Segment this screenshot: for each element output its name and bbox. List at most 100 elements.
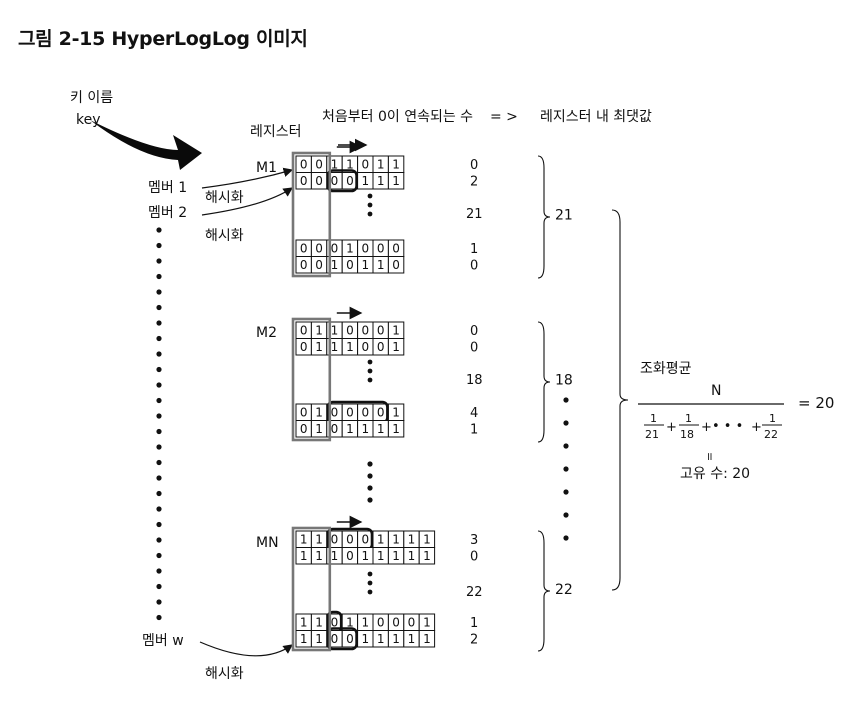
header-arrow-symbol: = > [490, 109, 518, 125]
bit-value: 1 [346, 340, 354, 354]
register-max-value: 18 [555, 373, 573, 389]
member-ellipsis-dot [156, 521, 162, 528]
bit-cell [387, 256, 405, 274]
bit-value: 1 [315, 422, 323, 436]
member-ellipsis-dot [156, 537, 162, 543]
register-bucket-box [291, 526, 332, 652]
bit-value: 1 [346, 158, 354, 172]
row-ellipsis-dot [367, 202, 373, 208]
row-ellipsis-dot [367, 211, 373, 217]
bit-value: 0 [361, 242, 369, 256]
row-ellipsis-dot [367, 571, 373, 577]
member-ellipsis-dot [156, 614, 162, 621]
bit-value: 0 [377, 340, 385, 354]
bit-value: 0 [300, 340, 308, 354]
svg-text:+: + [701, 420, 712, 435]
member-ellipsis-dot [156, 258, 162, 264]
bit-value: 1 [315, 549, 323, 563]
term-2-numerator: 1 [685, 412, 692, 425]
bit-value: 1 [392, 174, 400, 188]
bit-value: 1 [300, 632, 308, 646]
bit-value: 0 [315, 158, 323, 172]
bit-value: 0 [346, 174, 354, 188]
bit-value: 0 [300, 242, 308, 256]
member-w-label: 멤버 w [142, 633, 184, 649]
bit-value: 1 [423, 533, 431, 547]
leading-zero-count: 0 [470, 324, 478, 339]
register-max-value: 21 [555, 208, 573, 224]
bit-value: 1 [315, 340, 323, 354]
member-ellipsis-dot [156, 599, 162, 605]
member-ellipsis-dots [156, 227, 162, 621]
bit-value: 0 [331, 242, 339, 256]
bit-value: 1 [346, 616, 354, 630]
bit-value: 1 [392, 158, 400, 172]
bit-value: 0 [346, 549, 354, 563]
bit-value: 1 [361, 549, 369, 563]
bit-value: 0 [346, 324, 354, 338]
bit-value: 1 [408, 533, 416, 547]
register-name: MN [256, 535, 279, 551]
bit-value: 0 [377, 616, 385, 630]
bit-value: 1 [392, 422, 400, 436]
harmonic-mean-label: 조화평균 [640, 361, 692, 377]
max-ellipsis-dot [563, 443, 569, 449]
header-right-label: 레지스터 내 최댓값 [540, 109, 652, 125]
bit-value: 1 [408, 549, 416, 563]
hash-arrow-w [199, 641, 293, 657]
bit-value: 0 [300, 406, 308, 420]
bit-value: 0 [300, 158, 308, 172]
leading-zero-count: 3 [470, 533, 478, 548]
bit-value: 1 [377, 158, 385, 172]
denominator: 1 21 + 1 18 + • • • + 1 22 [644, 412, 782, 441]
brace [611, 209, 629, 591]
register-bucket-box [291, 151, 332, 278]
member-ellipsis-dot [156, 273, 162, 280]
bit-value: 1 [315, 324, 323, 338]
leading-zero-count: 4 [470, 406, 478, 421]
bit-value: 0 [331, 616, 339, 630]
register-name: M1 [256, 160, 277, 176]
brace [537, 321, 551, 443]
term-3-denominator: 22 [764, 428, 778, 441]
bit-value: 1 [300, 616, 308, 630]
member-ellipsis-dot [156, 506, 162, 512]
member-ellipsis-dot [156, 428, 162, 435]
member-ellipsis-dot [156, 227, 162, 233]
group-ellipsis-dot [367, 461, 373, 467]
leading-zero-count: 2 [470, 633, 478, 648]
group-ellipsis-dot [367, 473, 373, 479]
bit-value: 0 [361, 406, 369, 420]
middle-count: 22 [466, 585, 483, 600]
hash-label-1: 해시화 [205, 190, 244, 206]
bit-value: 0 [331, 422, 339, 436]
bit-value: 0 [361, 340, 369, 354]
row-ellipsis-dot [367, 193, 373, 199]
bit-value: 0 [392, 258, 400, 272]
bit-value: 1 [392, 324, 400, 338]
bit-value: 1 [331, 324, 339, 338]
bit-value: 0 [300, 174, 308, 188]
leading-zero-count: 0 [470, 550, 478, 565]
middle-count: 21 [466, 207, 483, 222]
bit-cell [387, 172, 405, 190]
middle-count: 18 [466, 373, 483, 388]
bit-value: 1 [423, 549, 431, 563]
register-label: 레지스터 [250, 124, 302, 140]
bit-value: 1 [392, 549, 400, 563]
figure-title: 그림 2-15 HyperLogLog 이미지 [18, 28, 308, 50]
member-ellipsis-dot [156, 552, 162, 559]
group-ellipsis-dot [367, 485, 373, 491]
bit-value: 0 [361, 158, 369, 172]
brace [537, 155, 551, 279]
header-label: 처음부터 0이 연속되는 수 [322, 109, 473, 125]
numerator: N [711, 383, 721, 399]
register-max-value: 22 [555, 582, 573, 598]
bit-value: 1 [361, 422, 369, 436]
bit-value: 0 [315, 258, 323, 272]
bit-cell [387, 338, 405, 356]
bit-value: 0 [361, 324, 369, 338]
bit-value: 1 [315, 632, 323, 646]
leading-zero-count: 1 [470, 423, 478, 438]
